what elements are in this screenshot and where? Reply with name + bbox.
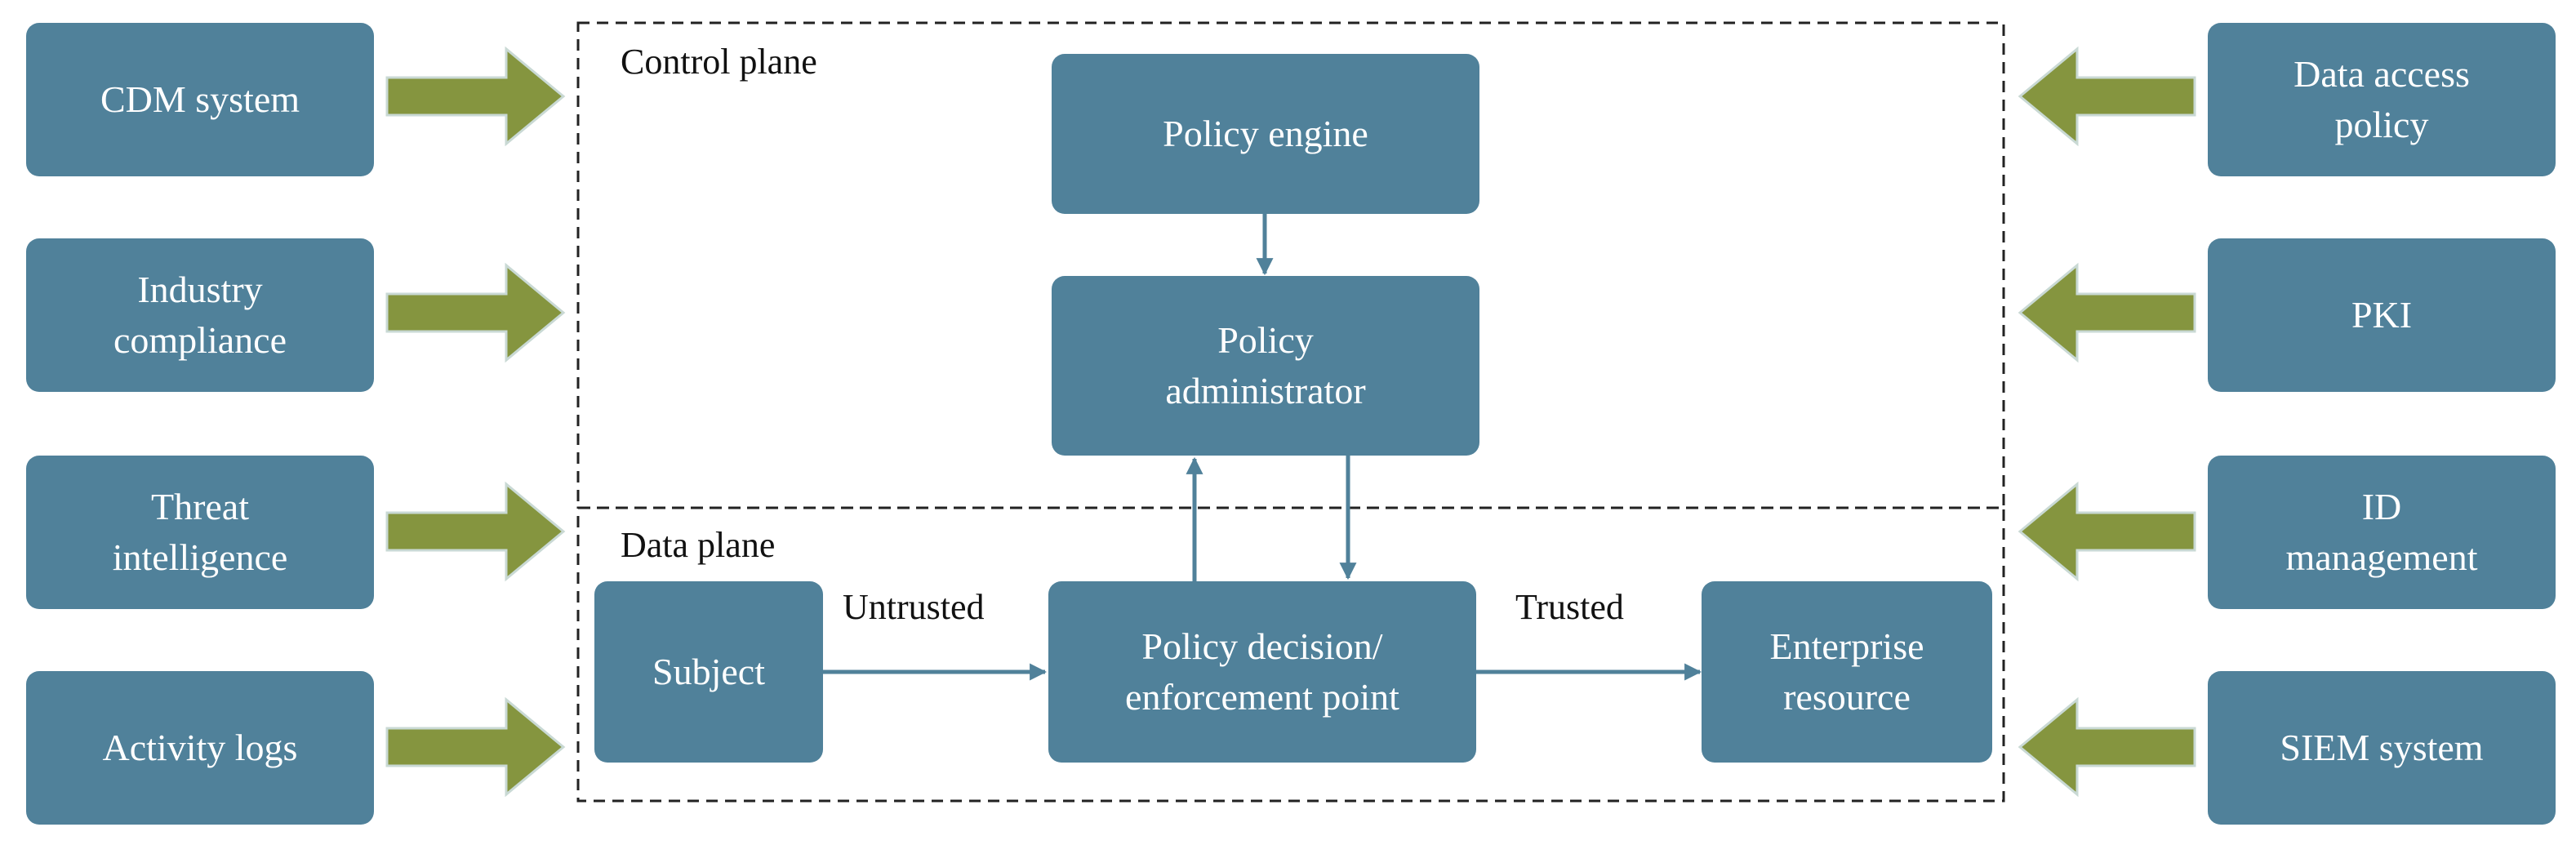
policy-enforcement-point-box: Policy decision/ enforcement point — [1048, 581, 1476, 763]
input-arrow-siem — [2018, 696, 2196, 798]
cdm-system-box: CDM system — [26, 23, 374, 176]
cdm-system-label: CDM system — [100, 78, 300, 120]
pki-label: PKI — [2351, 294, 2413, 336]
input-arrow-threat-intelligence — [385, 481, 566, 582]
activity-logs-label: Activity logs — [102, 727, 298, 768]
data-access-policy-box: Data access policy — [2208, 23, 2556, 176]
input-arrow-pki — [2018, 262, 2196, 363]
input-arrow-industry-compliance — [385, 262, 566, 363]
activity-logs-box: Activity logs — [26, 671, 374, 825]
control-plane-border — [576, 21, 2005, 509]
id-management-box: ID management — [2208, 456, 2556, 609]
threat-intelligence-label: Threat intelligence — [112, 486, 288, 578]
policy-engine-label: Policy engine — [1163, 113, 1368, 154]
siem-system-box: SIEM system — [2208, 671, 2556, 825]
input-arrow-cdm — [385, 46, 566, 147]
pki-box: PKI — [2208, 238, 2556, 392]
policy-enforcement-point-label: Policy decision/ enforcement point — [1125, 625, 1399, 718]
control-plane-title: Control plane — [621, 42, 817, 82]
siem-system-label: SIEM system — [2280, 727, 2484, 768]
input-arrow-id-management — [2018, 481, 2196, 582]
policy-administrator-box: Policy administrator — [1052, 276, 1479, 456]
threat-intelligence-box: Threat intelligence — [26, 456, 374, 609]
enterprise-resource-box: Enterprise resource — [1702, 581, 1992, 763]
data-plane-title: Data plane — [621, 525, 776, 565]
input-arrow-data-access-policy — [2018, 46, 2196, 147]
untrusted-label: Untrusted — [843, 587, 985, 627]
data-plane-border — [576, 506, 2005, 803]
policy-engine-box: Policy engine — [1052, 54, 1479, 214]
input-arrow-activity-logs — [385, 696, 566, 798]
data-access-policy-label: Data access policy — [2293, 53, 2470, 145]
industry-compliance-label: Industry compliance — [113, 269, 287, 361]
policy-administrator-label: Policy administrator — [1165, 319, 1366, 411]
id-management-label: ID management — [2285, 486, 2478, 578]
trusted-label: Trusted — [1515, 587, 1624, 627]
enterprise-resource-label: Enterprise resource — [1769, 625, 1924, 718]
industry-compliance-box: Industry compliance — [26, 238, 374, 392]
subject-label: Subject — [652, 651, 765, 692]
subject-box: Subject — [594, 581, 823, 763]
